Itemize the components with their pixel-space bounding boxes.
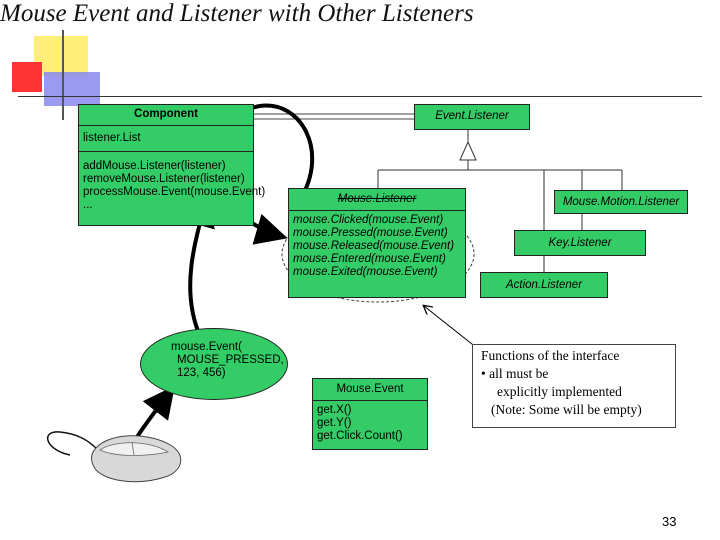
note-line: • all must be bbox=[481, 366, 549, 381]
eventlistener-box: Event.Listener bbox=[414, 104, 530, 130]
mouseevent-class-box: Mouse.Event get.X() get.Y() get.Click.Co… bbox=[312, 378, 428, 450]
note-line: Functions of the interface bbox=[481, 348, 620, 363]
component-attributes: listener.List bbox=[79, 126, 253, 152]
component-attribute: listener.List bbox=[83, 132, 141, 144]
component-class-box: Component listener.List addMouse.Listene… bbox=[78, 104, 266, 226]
mouselistener-method: mouse.Exited(mouse.Event) bbox=[293, 266, 438, 278]
decor-blue-square bbox=[44, 72, 100, 106]
component-method: addMouse.Listener(listener) bbox=[83, 160, 226, 172]
decor-red-square bbox=[12, 62, 42, 92]
actionlistener-name: Action.Listener bbox=[505, 279, 583, 291]
keylistener-name: Key.Listener bbox=[548, 237, 612, 249]
component-method: processMouse.Event(mouse.Event) bbox=[83, 186, 266, 198]
note-line: explicitly implemented bbox=[497, 384, 622, 399]
component-methods: addMouse.Listener(listener) removeMouse.… bbox=[79, 152, 266, 214]
mouselistener-method: mouse.Clicked(mouse.Event) bbox=[293, 214, 444, 226]
mouseevent-method: get.Y() bbox=[317, 417, 352, 429]
event-instance-ellipse: mouse.Event( MOUSE_PRESSED, 123, 456) bbox=[140, 328, 288, 400]
eventlistener-name: Event.Listener bbox=[435, 110, 509, 122]
mouseevent-methods: get.X() get.Y() get.Click.Count() bbox=[313, 401, 427, 445]
component-method: ... bbox=[83, 199, 93, 211]
event-instance-line: 123, 456) bbox=[177, 367, 226, 379]
decor-vertical-line bbox=[62, 30, 64, 120]
event-instance-line: mouse.Event( bbox=[171, 341, 242, 353]
mouselistener-box: Mouse.Listener mouse.Clicked(mouse.Event… bbox=[288, 188, 466, 298]
note-line: (Note: Some will be empty) bbox=[491, 402, 642, 417]
inheritance-triangle bbox=[459, 140, 477, 161]
component-class-name: Component bbox=[79, 105, 253, 126]
decor-horizontal-line bbox=[18, 96, 702, 97]
mouselistener-method: mouse.Entered(mouse.Event) bbox=[293, 253, 446, 265]
event-instance-line: MOUSE_PRESSED, bbox=[177, 354, 284, 366]
mouselistener-method: mouse.Pressed(mouse.Event) bbox=[293, 227, 448, 239]
mouselistener-name-section: Mouse.Listener bbox=[289, 189, 465, 211]
mouseevent-method: get.Click.Count() bbox=[317, 430, 403, 442]
actionlistener-box: Action.Listener bbox=[480, 272, 608, 298]
mousemotionlistener-box: Mouse.Motion.Listener bbox=[554, 190, 688, 214]
mouseevent-name: Mouse.Event bbox=[336, 383, 404, 395]
component-name-text: Component bbox=[134, 108, 198, 120]
interface-note: Functions of the interface • all must be… bbox=[472, 344, 676, 428]
curved-arrow-mouse-to-event bbox=[133, 385, 175, 442]
page-number: 33 bbox=[662, 514, 677, 529]
mouselistener-name: Mouse.Listener bbox=[337, 193, 417, 205]
page-title: Mouse Event and Listener with Other List… bbox=[0, 0, 474, 27]
mouselistener-methods: mouse.Clicked(mouse.Event) mouse.Pressed… bbox=[289, 211, 465, 281]
component-method: removeMouse.Listener(listener) bbox=[83, 173, 245, 185]
mouselistener-method: mouse.Released(mouse.Event) bbox=[293, 240, 455, 252]
keylistener-box: Key.Listener bbox=[514, 230, 646, 256]
mouse-icon bbox=[46, 431, 182, 483]
mouseevent-name-section: Mouse.Event bbox=[313, 379, 427, 401]
mouseevent-method: get.X() bbox=[317, 404, 352, 416]
decor-yellow-square bbox=[34, 36, 88, 76]
mousemotionlistener-name: Mouse.Motion.Listener bbox=[562, 196, 680, 208]
